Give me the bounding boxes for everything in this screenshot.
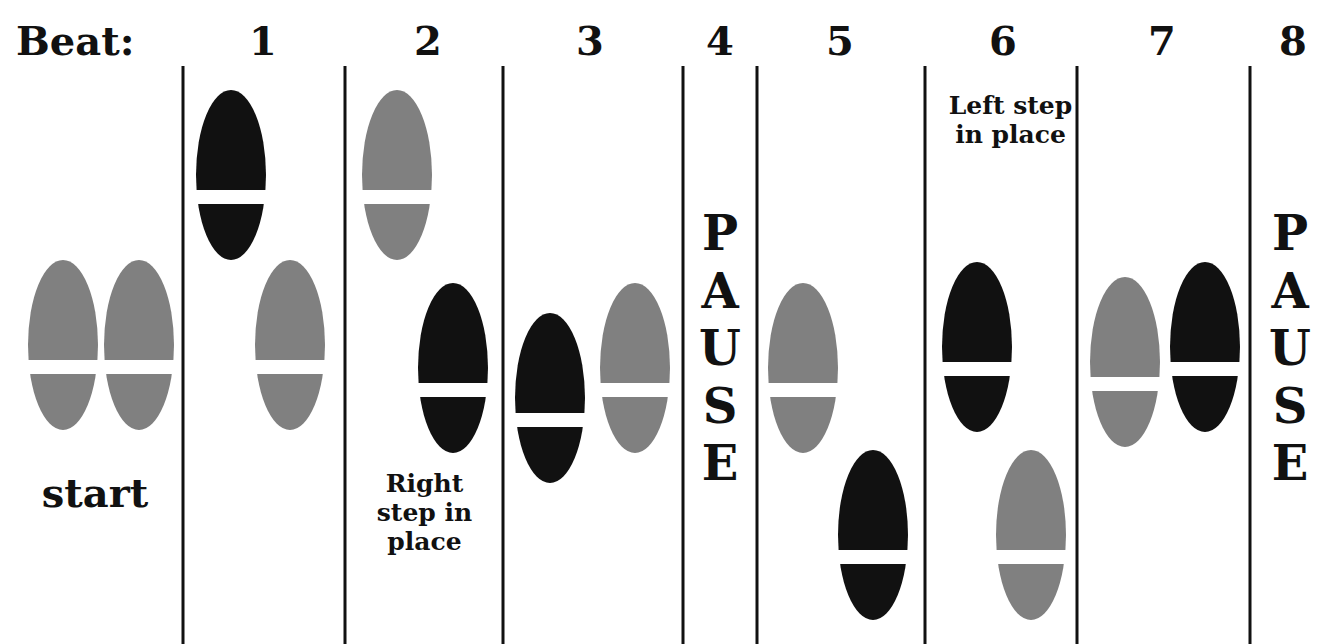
beat-number: 5 [810, 18, 870, 64]
beat-number: 2 [398, 18, 458, 64]
beat-number: 6 [973, 18, 1033, 64]
beat-heading: Beat: [16, 18, 166, 64]
footprints [28, 90, 1240, 620]
step-note: Right step in place [362, 470, 487, 556]
step-note: Left step in place [948, 92, 1073, 150]
pause-label: PAUSE [1266, 205, 1314, 493]
beat-number: 3 [560, 18, 620, 64]
beat-number: 7 [1132, 18, 1192, 64]
beat-number: 1 [233, 18, 293, 64]
beat-dividers [183, 66, 1250, 644]
beat-number: 8 [1268, 18, 1318, 64]
beat-number: 4 [690, 18, 750, 64]
start-label: start [20, 470, 170, 516]
pause-label: PAUSE [696, 205, 744, 493]
